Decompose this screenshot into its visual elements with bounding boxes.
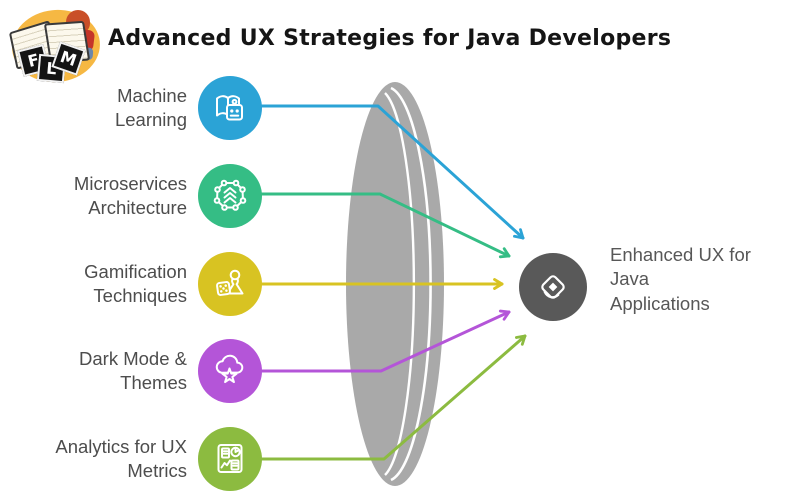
strategy-microservices: Microservices Architecture xyxy=(8,160,262,232)
dark-mode-badge xyxy=(198,339,262,403)
strategy-label: Machine Learning xyxy=(114,84,187,130)
strategy-label: Dark Mode & Themes xyxy=(79,347,187,393)
analytics-badge xyxy=(198,427,262,491)
arrow-machine-learning xyxy=(260,104,525,240)
arrow-dark-mode xyxy=(260,309,511,373)
game-pawn-dice-icon xyxy=(216,269,244,296)
cloud-star-icon xyxy=(215,354,244,384)
machine-learning-badge xyxy=(198,76,262,140)
book-robot-icon xyxy=(216,95,243,121)
strategy-label: Microservices Architecture xyxy=(73,172,187,218)
strategy-machine-learning: Machine Learning xyxy=(8,72,262,144)
microservices-badge xyxy=(198,164,262,228)
outcome-label: Enhanced UX for Java Applications xyxy=(610,244,751,314)
gamification-badge xyxy=(198,252,262,316)
network-nodes-icon xyxy=(213,179,247,211)
diamond-ribbon-icon xyxy=(541,275,565,299)
enhanced-ux-badge xyxy=(519,253,587,321)
strategy-analytics: Analytics for UX Metrics xyxy=(8,423,262,495)
strategy-label: Analytics for UX Metrics xyxy=(55,435,187,481)
analytics-dashboard-icon xyxy=(217,444,243,473)
arrow-analytics xyxy=(258,334,527,461)
strategy-gamification: Gamification Techniques xyxy=(8,248,262,320)
strategy-label: Gamification Techniques xyxy=(84,260,187,306)
flm-logo: F L M xyxy=(2,2,110,94)
arrow-microservices xyxy=(260,192,511,259)
strategy-dark-mode: Dark Mode & Themes xyxy=(8,335,262,407)
page-title: Advanced UX Strategies for Java Develope… xyxy=(108,26,672,51)
